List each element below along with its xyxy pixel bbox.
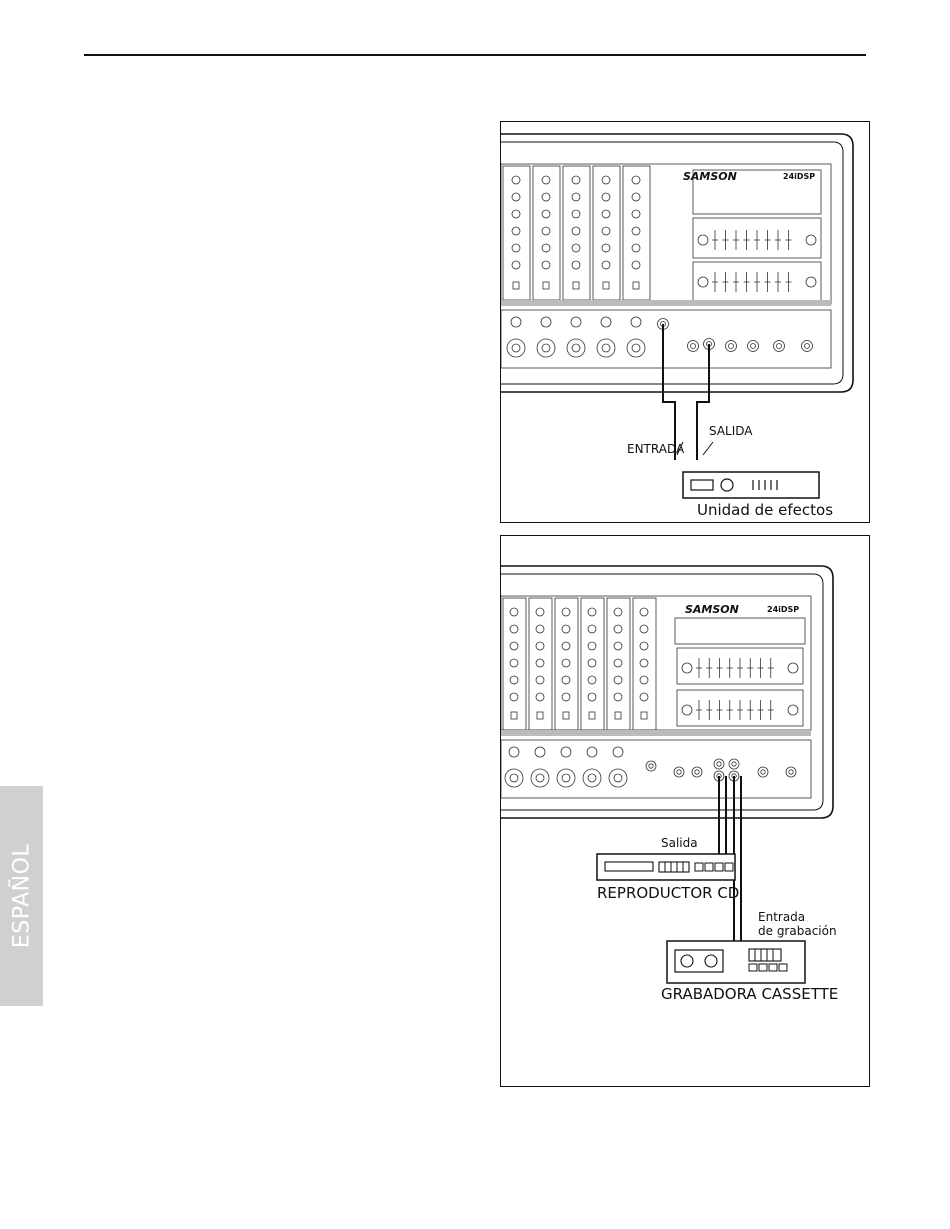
record-input-label-line2: de grabación <box>758 924 837 938</box>
model-label: 24iDSP <box>783 172 815 181</box>
language-label: ESPAÑOL <box>9 844 34 948</box>
output-label: SALIDA <box>709 424 753 438</box>
brand-logo-2: SAMSON <box>685 603 739 616</box>
record-input-label-line1: Entrada <box>758 910 805 924</box>
cassette-recorder-label: GRABADORA CASSETTE <box>661 985 838 1003</box>
effects-unit-label: Unidad de efectos <box>697 501 833 519</box>
cd-output-label: Salida <box>661 836 698 850</box>
header-rule <box>84 54 866 56</box>
cd-player-label: REPRODUCTOR CD <box>597 884 739 902</box>
model-label-2: 24iDSP <box>767 605 799 614</box>
brand-logo: SAMSON <box>683 170 737 183</box>
language-side-tab: ESPAÑOL <box>0 786 43 1006</box>
mixer-rear-panel-illustration-2 <box>501 536 869 1086</box>
effects-connection-figure: SAMSON 24iDSP SALIDA ENTRADA Unidad de e… <box>500 121 870 523</box>
input-label: ENTRADA <box>627 442 684 456</box>
cd-cassette-connection-figure: SAMSON 24iDSP Salida REPRODUCTOR CD Entr… <box>500 535 870 1087</box>
